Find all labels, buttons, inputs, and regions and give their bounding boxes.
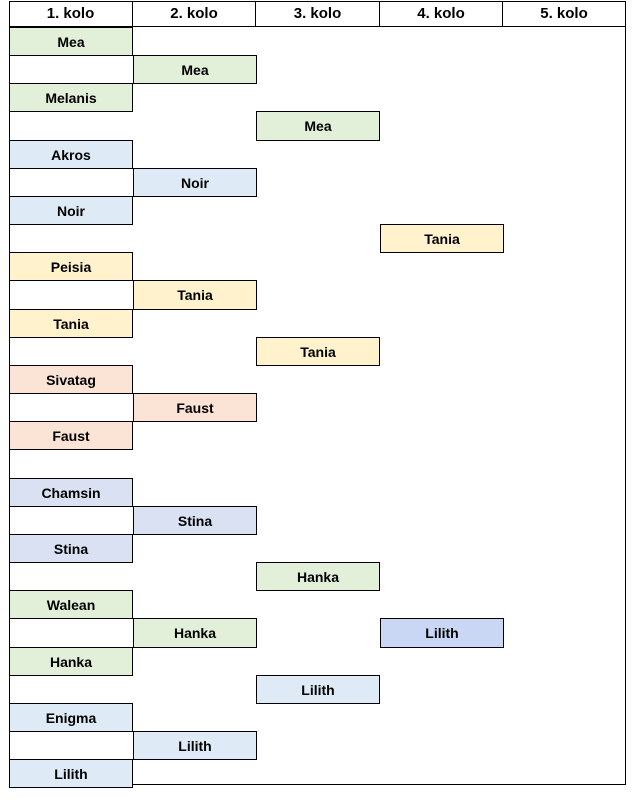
bracket-cell: Lilith (256, 675, 380, 704)
bracket-cell: Stina (133, 506, 257, 535)
bracket-cell: Enigma (9, 703, 133, 732)
bracket-cell: Noir (133, 168, 257, 197)
bracket-cell: Hanka (256, 562, 380, 591)
bracket-cell: Chamsin (9, 478, 133, 507)
bracket-cell: Melanis (9, 83, 133, 112)
bracket-cell: Tania (9, 309, 133, 338)
bracket-cell: Faust (133, 393, 257, 422)
round-header-2: 2. kolo (133, 1, 256, 27)
bracket-cell: Stina (9, 534, 133, 563)
round-header-4: 4. kolo (380, 1, 503, 27)
bracket-cell: Sivatag (9, 365, 133, 394)
bracket-cell: Tania (133, 280, 257, 310)
bracket-cell: Tania (380, 224, 504, 253)
round-header-5: 5. kolo (503, 1, 626, 27)
bracket-cell: Tania (256, 337, 380, 366)
bracket-cell: Lilith (133, 731, 257, 760)
bracket-cell: Mea (9, 27, 133, 56)
bracket-cell: Hanka (9, 647, 133, 676)
bracket-cell: Faust (9, 421, 133, 450)
bracket-cell: Mea (256, 111, 380, 141)
bracket-cell: Hanka (133, 618, 257, 648)
bracket-cell: Lilith (9, 759, 133, 788)
round-header-1: 1. kolo (9, 1, 133, 27)
bracket-cell: Lilith (380, 618, 504, 648)
bracket-cell: Mea (133, 55, 257, 84)
bracket-cell: Walean (9, 590, 133, 619)
bracket-cell: Peisia (9, 252, 133, 281)
round-header-3: 3. kolo (256, 1, 380, 27)
bracket-cell: Noir (9, 196, 133, 225)
bracket-cell: Akros (9, 140, 133, 169)
